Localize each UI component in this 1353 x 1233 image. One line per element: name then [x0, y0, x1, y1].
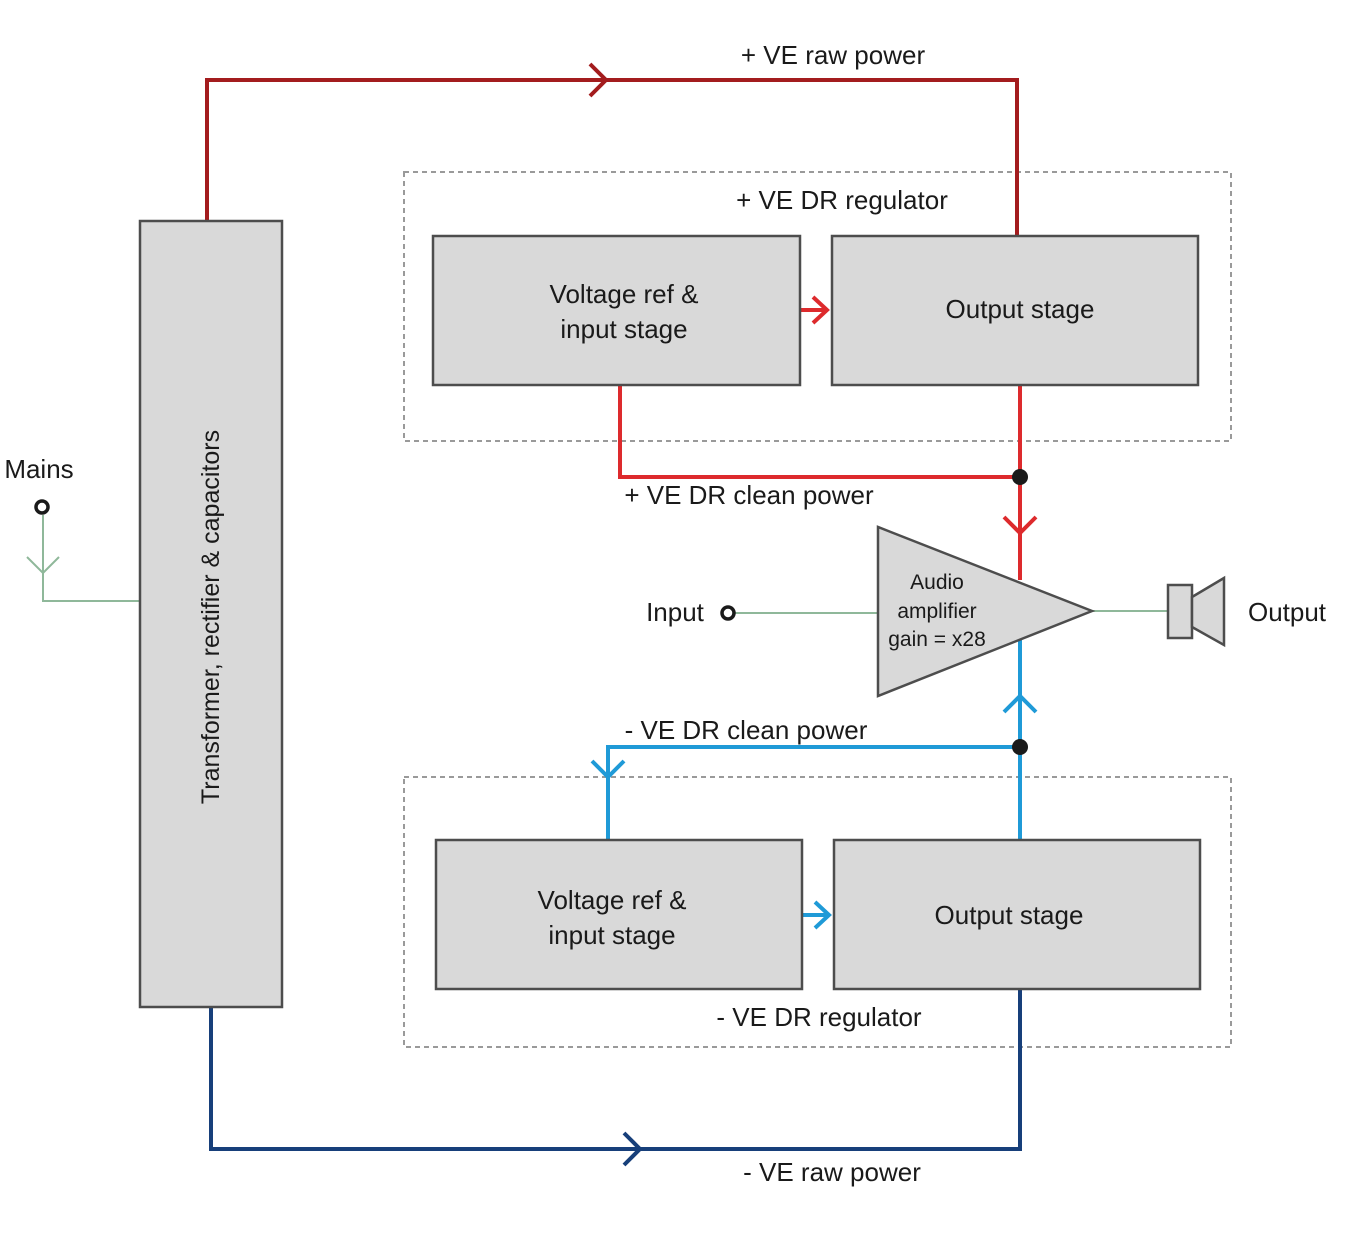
pos-vref-label-line2: input stage [560, 314, 687, 344]
neg-raw-power-wire [209, 989, 1022, 1167]
speaker-icon [1166, 575, 1226, 648]
input-label: Input [646, 597, 705, 627]
supply-block [138, 219, 284, 1009]
pos-vref-block [431, 234, 802, 387]
supply-block-label: Transformer, rectifier & capacitors [197, 430, 225, 804]
pos-raw-power-wire [205, 62, 1019, 236]
neg-internal-arrow-icon [813, 900, 832, 930]
neg-vref-label-line1: Voltage ref & [538, 885, 687, 915]
neg-vref-label-line2: input stage [548, 920, 675, 950]
input-connection [720, 605, 878, 621]
pos-internal-arrow-icon [811, 295, 830, 325]
pos-clean-power-label: + VE DR clean power [624, 480, 874, 510]
pos-clean-arrow-icon [1002, 515, 1038, 536]
pos-junction-dot-icon [1012, 469, 1028, 485]
neg-raw-arrow-icon [622, 1131, 643, 1167]
neg-clean-up-arrow-icon [1002, 693, 1038, 714]
amplifier-label-line2: amplifier [897, 600, 976, 623]
mains-label: Mains [4, 454, 73, 484]
amplifier-triangle [876, 525, 1096, 698]
input-terminal-icon [720, 605, 736, 621]
neg-clean-power-label: - VE DR clean power [625, 715, 868, 745]
pos-clean-power-wire [618, 295, 1038, 580]
neg-output-stage-block [832, 838, 1202, 991]
neg-clean-power-wire [590, 640, 1038, 930]
neg-clean-down-arrow-icon [590, 759, 626, 780]
output-label: Output [1248, 597, 1327, 627]
neg-junction-dot-icon [1012, 739, 1028, 755]
mains-arrow-icon [26, 556, 60, 575]
pos-vref-label-line1: Voltage ref & [550, 279, 699, 309]
pos-raw-arrow-icon [588, 62, 609, 98]
mains-terminal-icon [34, 499, 50, 515]
amplifier-label-line1: Audio [910, 571, 964, 594]
neg-regulator-label: - VE DR regulator [716, 1002, 922, 1032]
pos-output-stage-block [830, 234, 1200, 387]
pos-raw-power-label: + VE raw power [741, 40, 926, 70]
mains-connection [26, 499, 140, 602]
neg-vref-block [434, 838, 804, 991]
neg-output-stage-label: Output stage [935, 900, 1084, 930]
amplifier-label-line3: gain = x28 [888, 628, 986, 651]
pos-regulator-label: + VE DR regulator [736, 185, 948, 215]
neg-raw-power-label: - VE raw power [743, 1157, 921, 1187]
pos-output-stage-label: Output stage [946, 294, 1095, 324]
